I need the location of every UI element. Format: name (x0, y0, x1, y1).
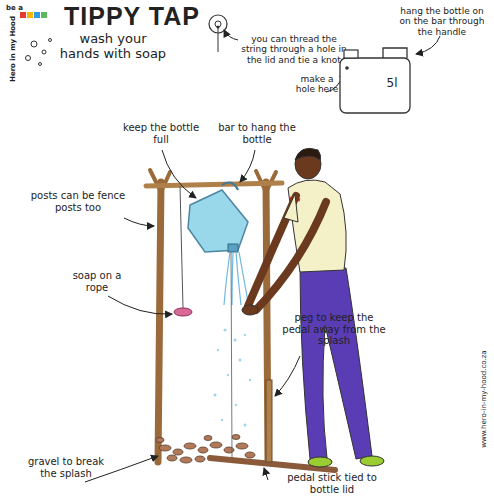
note: you can thread the string through a hole… (238, 34, 350, 65)
logo-text: be a (6, 4, 46, 12)
note: make a hole here (294, 74, 340, 95)
callout: posts can be fence posts too (30, 190, 126, 213)
logo-text: Hero in my Hood (9, 14, 17, 84)
frame (146, 170, 282, 462)
note: hang the bottle on on the bar through th… (394, 6, 490, 37)
water (224, 252, 248, 305)
bottle (188, 182, 248, 252)
subtitle: wash your hands with soap (58, 32, 168, 62)
soap-rope (174, 186, 192, 316)
callout: keep the bottle full (116, 122, 206, 145)
capacity-label: 5l (375, 76, 409, 90)
jug-outline: 5l (335, 46, 415, 116)
callout: peg to keep the pedal away from the spla… (282, 312, 386, 347)
lid-sketch (209, 15, 227, 52)
splash (214, 329, 252, 427)
callout: pedal stick tied to bottle lid (276, 472, 388, 495)
callout: bar to hang the bottle (212, 122, 302, 145)
person (242, 148, 384, 467)
jug-shape (335, 46, 415, 116)
callout: soap on a rope (62, 270, 132, 293)
callout: gravel to break the splash (20, 456, 112, 479)
watermark: www.hero-in-my-hood.co.za (480, 319, 488, 479)
bubbles (26, 39, 52, 66)
logo (20, 12, 47, 18)
leader-lines (85, 30, 440, 482)
title: TIPPY TAP (64, 2, 200, 31)
